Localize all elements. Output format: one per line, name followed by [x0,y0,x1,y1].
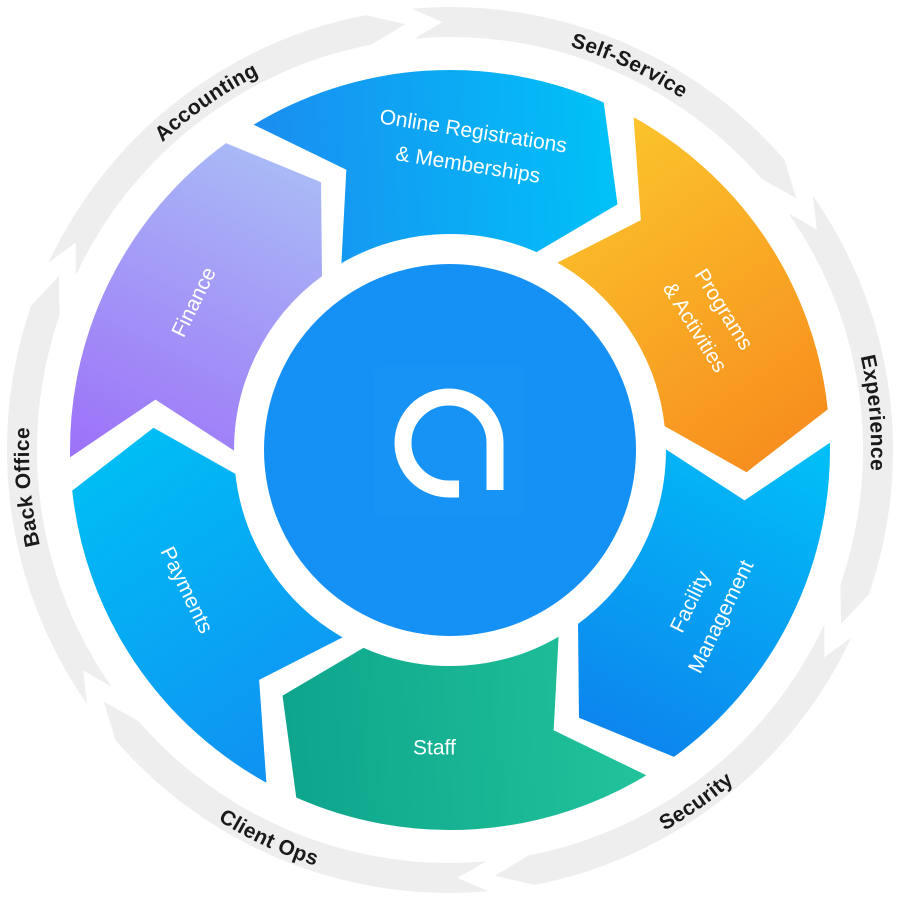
segment-online-registrations-shape [237,62,627,279]
segment-payments[interactable]: Payments [63,418,360,797]
ring-arrow-2 [494,624,852,885]
segment-programs-activities[interactable]: Programs& Activities [540,103,837,482]
center-hub [252,252,648,648]
segment-staff-label: Staff [413,737,456,760]
outer-label-accounting: Accounting [150,59,261,146]
segment-payments-shape [63,418,360,797]
segment-facility-management-shape [569,427,838,766]
outer-ring [6,7,894,893]
segment-finance[interactable]: Finance [62,134,331,473]
segment-facility-management[interactable]: FacilityManagement [569,427,838,766]
ring-arrow-3 [103,701,489,893]
segment-staff-shape [273,621,663,838]
ring-arrow-4 [6,275,112,705]
segment-programs-activities-shape [540,103,837,482]
ring-arrow-1 [788,195,894,625]
segment-online-registrations[interactable]: Online Registrations& Memberships [237,62,627,279]
segment-staff[interactable]: Staff [273,621,663,838]
ring-arrow-6 [411,7,797,199]
ring-arrow-5 [48,15,406,276]
a-letter-logo-icon[interactable] [394,388,504,498]
segments: Online Registrations& MembershipsProgram… [62,62,838,838]
segment-finance-shape [62,134,331,473]
